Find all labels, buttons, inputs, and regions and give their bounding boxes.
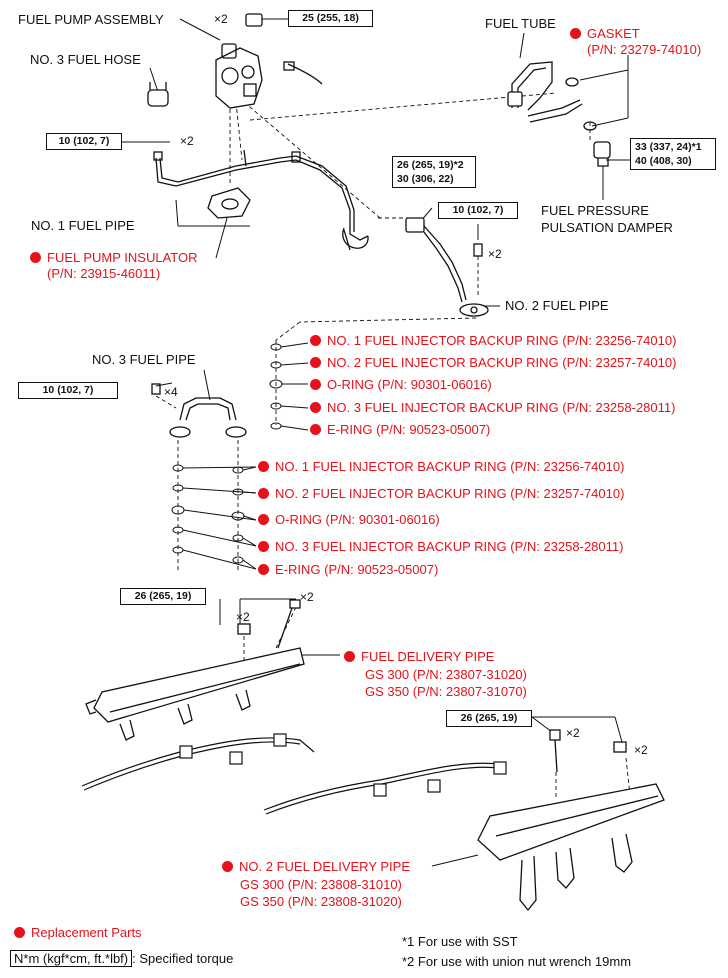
- no2-pipe-bolt-qty: ×2: [488, 247, 502, 261]
- no3-pipe-bolt-qty: ×4: [164, 385, 178, 399]
- lower-ring-5: E-RING (P/N: 90523-05007): [258, 562, 438, 577]
- legend-torque-box: N*m (kgf*cm, ft.*lbf): [10, 950, 133, 967]
- fuel-pump-insulator-pn: (P/N: 23915-46011): [47, 266, 161, 281]
- upper-ring-4: NO. 3 FUEL INJECTOR BACKUP RING (P/N: 23…: [310, 400, 675, 415]
- no2-fuel-pipe-drawing: [405, 217, 489, 317]
- lower-ring-1: NO. 1 FUEL INJECTOR BACKUP RING (P/N: 23…: [258, 459, 624, 474]
- lower-ring-4: NO. 3 FUEL INJECTOR BACKUP RING (P/N: 23…: [258, 539, 623, 554]
- lower-ring-2: NO. 2 FUEL INJECTOR BACKUP RING (P/N: 23…: [258, 486, 624, 501]
- replacement-dot-icon: [310, 335, 321, 346]
- damper-label-line2: PULSATION DAMPER: [541, 220, 673, 235]
- fuel-pump-assembly-drawing: [215, 13, 323, 109]
- legend-replacement: Replacement Parts: [14, 925, 142, 940]
- fuel-delivery-pipe-label: FUEL DELIVERY PIPE: [344, 649, 494, 664]
- fuel-pump-assembly-label: FUEL PUMP ASSEMBLY: [18, 12, 164, 27]
- footnote-2: *2 For use with union nut wrench 19mm: [402, 954, 632, 969]
- damper-label-line1: FUEL PRESSURE: [541, 203, 649, 218]
- no2-pipe-bolt-torque: 10 (102, 7): [438, 202, 518, 219]
- replacement-dot-icon: [258, 514, 269, 525]
- no1-fuel-pipe-label: NO. 1 FUEL PIPE: [31, 218, 135, 233]
- damper-torque-b: 40 (408, 30): [635, 155, 692, 167]
- legend-torque: N*m (kgf*cm, ft.*lbf): Specified torque: [10, 950, 233, 967]
- replacement-dot-icon: [344, 651, 355, 662]
- no3-fuel-pipe-label: NO. 3 FUEL PIPE: [92, 352, 196, 367]
- upper-ring-1: NO. 1 FUEL INJECTOR BACKUP RING (P/N: 23…: [310, 333, 676, 348]
- no2-fuel-delivery-gs350: GS 350 (P/N: 23808-31020): [240, 894, 402, 909]
- gasket-pn: (P/N: 23279-74010): [587, 42, 702, 57]
- leader-lines: [122, 18, 630, 867]
- no3-pipe-bolt-torque: 10 (102, 7): [18, 382, 118, 399]
- replacement-dot-icon: [258, 541, 269, 552]
- pump-nut-torque: 25 (255, 18): [288, 10, 373, 27]
- no3-fuel-hose-label: NO. 3 FUEL HOSE: [30, 52, 141, 67]
- no3-fuel-hose-drawing: [147, 82, 169, 107]
- fuel-pump-insulator-label: FUEL PUMP INSULATOR: [30, 250, 198, 265]
- lower-ring-stack: [171, 464, 257, 570]
- damper-torque: 33 (337, 24)*1 40 (408, 30): [630, 138, 716, 170]
- no2-pipe-union-torque: 26 (265, 19)*2 30 (306, 22): [392, 156, 476, 188]
- legend-torque-text: : Specified torque: [132, 951, 234, 966]
- replacement-dot-icon: [258, 488, 269, 499]
- fuel-pump-insulator-drawing: [207, 187, 251, 219]
- damper-torque-a: 33 (337, 24)*1: [635, 141, 702, 153]
- delivery-nut-qty: ×2: [236, 610, 250, 624]
- lower-ring-3: O-RING (P/N: 90301-06016): [258, 512, 440, 527]
- footnote-1: *1 For use with SST: [402, 934, 518, 949]
- no1-pipe-bolt-torque: 10 (102, 7): [46, 133, 122, 150]
- no3-fuel-pipe-drawing: [151, 383, 247, 438]
- dashed-guides: [155, 92, 631, 800]
- wire-harness-2-drawing: [263, 761, 507, 815]
- replacement-dot-icon: [310, 357, 321, 368]
- gasket-label: GASKET: [570, 26, 640, 41]
- no1-fuel-pipe-drawing: [153, 149, 369, 251]
- delivery-bolt-qty: ×2: [300, 590, 314, 604]
- upper-ring-stack: [269, 342, 309, 431]
- no2-fuel-delivery-pipe-label: NO. 2 FUEL DELIVERY PIPE: [222, 859, 410, 874]
- fuel-tube-drawing: [507, 61, 583, 123]
- fuel-delivery-gs300: GS 300 (P/N: 23807-31020): [365, 667, 527, 682]
- replacement-dot-icon: [14, 927, 25, 938]
- no2-fuel-delivery-gs300: GS 300 (P/N: 23808-31010): [240, 877, 402, 892]
- wire-harness-1-drawing: [81, 733, 315, 791]
- upper-ring-5: E-RING (P/N: 90523-05007): [310, 422, 490, 437]
- replacement-dot-icon: [258, 461, 269, 472]
- upper-ring-2: NO. 2 FUEL INJECTOR BACKUP RING (P/N: 23…: [310, 355, 676, 370]
- no2-union-torque-a: 26 (265, 19)*2: [397, 159, 464, 171]
- no2-delivery-pipe-torque: 26 (265, 19): [446, 710, 532, 727]
- replacement-dot-icon: [310, 402, 321, 413]
- fuel-tube-label: FUEL TUBE: [485, 16, 556, 31]
- replacement-dot-icon: [570, 28, 581, 39]
- delivery-pipe-torque: 26 (265, 19): [120, 588, 206, 605]
- no1-pipe-bolt-qty: ×2: [180, 134, 194, 148]
- upper-ring-3: O-RING (P/N: 90301-06016): [310, 377, 492, 392]
- fuel-delivery-pipe-drawing: [85, 599, 305, 741]
- replacement-dot-icon: [222, 861, 233, 872]
- no2-fuel-pipe-label: NO. 2 FUEL PIPE: [505, 298, 609, 313]
- pump-nut-qty: ×2: [214, 12, 228, 26]
- no2-fuel-delivery-pipe-drawing: [477, 729, 665, 912]
- replacement-dot-icon: [310, 379, 321, 390]
- damper-drawing: [593, 141, 611, 167]
- fuel-delivery-gs350: GS 350 (P/N: 23807-31070): [365, 684, 527, 699]
- replacement-dot-icon: [30, 252, 41, 263]
- no2-delivery-nut-qty: ×2: [634, 743, 648, 757]
- gasket-drawing: [565, 77, 597, 131]
- no2-union-torque-b: 30 (306, 22): [397, 173, 454, 185]
- no2-delivery-bolt-qty: ×2: [566, 726, 580, 740]
- replacement-dot-icon: [258, 564, 269, 575]
- replacement-dot-icon: [310, 424, 321, 435]
